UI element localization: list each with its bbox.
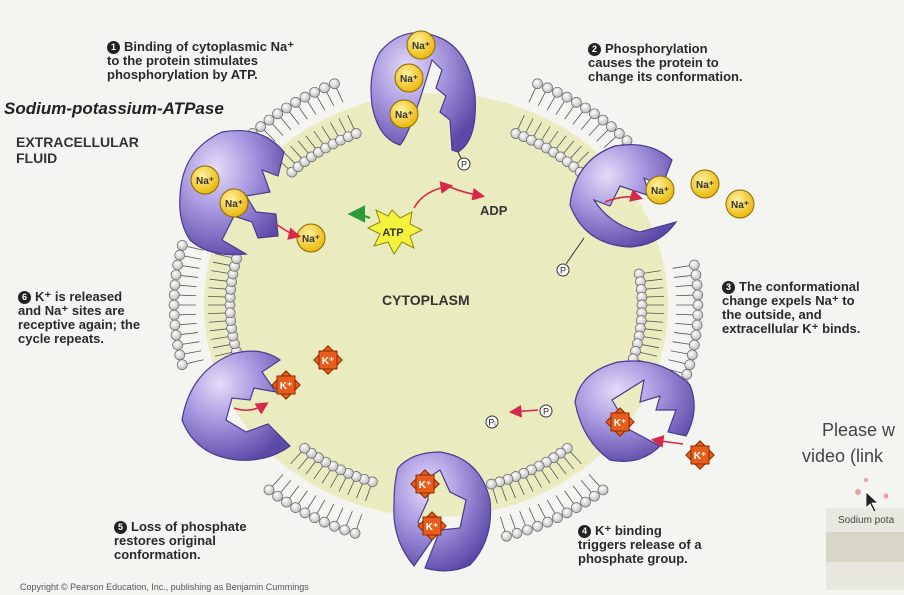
svg-text:K⁺: K⁺: [419, 480, 432, 491]
svg-text:Na⁺: Na⁺: [412, 41, 430, 52]
k-bind-arrow: [650, 435, 684, 448]
k-ion-right-1: K⁺: [605, 407, 635, 437]
na-ion-right-3: Na⁺: [725, 189, 755, 219]
step-2-text: Phosphorylation causes the protein to ch…: [588, 41, 743, 84]
na-bind-arrow: [275, 223, 302, 240]
phosphate-right: P: [556, 263, 570, 277]
na-ion-left-2: Na⁺: [219, 188, 249, 218]
svg-text:K⁺: K⁺: [694, 451, 707, 462]
step-1-text: Binding of cytoplasmic Na⁺ to the protei…: [107, 39, 295, 82]
svg-text:Na⁺: Na⁺: [400, 74, 418, 85]
na-ion-left-3: Na⁺: [296, 223, 326, 253]
phosphate-bound: P: [539, 404, 553, 418]
diagram-title: Sodium-potassium-ATPase: [4, 99, 224, 118]
phosphate-top: P: [457, 157, 471, 171]
na-ion-right-2: Na⁺: [690, 169, 720, 199]
atp-burst: [366, 209, 424, 255]
na-expel-arrow: [604, 189, 644, 203]
step-4-number: 4: [578, 525, 591, 538]
svg-text:P: P: [560, 266, 566, 276]
copyright-text: Copyright © Pearson Education, Inc., pub…: [20, 582, 309, 592]
svg-text:P: P: [461, 160, 467, 170]
adp-label: ADP: [480, 203, 508, 218]
svg-text:Na⁺: Na⁺: [731, 200, 749, 211]
svg-text:Na⁺: Na⁺: [225, 199, 243, 210]
svg-text:Na⁺: Na⁺: [395, 110, 413, 121]
step-4-text: K⁺ binding triggers release of a phospha…: [578, 523, 702, 566]
svg-text:K⁺: K⁺: [322, 356, 335, 367]
k-release-arrow: [233, 402, 269, 415]
pump-right-bottom: [574, 360, 695, 462]
step-5-text: Loss of phosphate restores original conf…: [114, 519, 247, 562]
svg-text:Na⁺: Na⁺: [196, 176, 214, 187]
svg-text:Na⁺: Na⁺: [302, 234, 320, 245]
k-ion-left-2: K⁺: [271, 370, 301, 400]
na-ion-top-3: Na⁺: [389, 99, 419, 129]
na-ion-top-2: Na⁺: [394, 63, 424, 93]
cell-membrane: [168, 78, 704, 542]
phosphate-released: Pᵢ: [485, 415, 499, 429]
step-3-text: The conformational change expels Na⁺ to …: [722, 279, 861, 336]
k-ion-bottom-2: K⁺: [417, 511, 447, 541]
step-5-number: 5: [114, 521, 127, 534]
atp-green-arrow: [347, 205, 371, 223]
svg-text:K⁺: K⁺: [280, 381, 293, 392]
cytoplasm-label: CYTOPLASM: [382, 292, 470, 308]
na-ion-top-1: Na⁺: [406, 30, 436, 60]
k-ion-left-1: K⁺: [313, 345, 343, 375]
atp-to-adp-arrow: [447, 185, 486, 201]
phosphate-release-arrow: [508, 404, 539, 418]
step-6-number: 6: [18, 291, 31, 304]
pump-right-top: [565, 144, 678, 265]
step-6-text: K⁺ is released and Na⁺ sites are recepti…: [18, 289, 141, 346]
atp-label: ATP: [382, 227, 403, 239]
svg-text:Pᵢ: Pᵢ: [488, 418, 495, 428]
side-panel-line-2[interactable]: video (link: [802, 446, 884, 466]
svg-text:Na⁺: Na⁺: [651, 186, 669, 197]
cursor-icon: [865, 491, 880, 513]
extracellular-label: EXTRACELLULAR FLUID: [16, 134, 139, 166]
svg-text:K⁺: K⁺: [614, 418, 627, 429]
video-thumbnail: Sodium pota: [826, 508, 904, 590]
step-1-number: 1: [107, 41, 120, 54]
na-ion-right-1: Na⁺: [645, 175, 675, 205]
thumbnail-caption: Sodium pota: [838, 515, 895, 526]
k-ion-bottom-1: K⁺: [410, 469, 440, 499]
side-panel-line-1: Please w: [822, 420, 896, 440]
svg-text:P: P: [543, 407, 549, 417]
step-2-number: 2: [588, 43, 601, 56]
na-ion-left-1: Na⁺: [190, 165, 220, 195]
k-ion-right-2: K⁺: [685, 440, 715, 470]
svg-text:Na⁺: Na⁺: [696, 180, 714, 191]
step-3-number: 3: [722, 281, 735, 294]
atp-to-p-arrow: [413, 181, 454, 209]
svg-text:K⁺: K⁺: [426, 522, 439, 533]
pump-left-bottom: [181, 350, 291, 461]
